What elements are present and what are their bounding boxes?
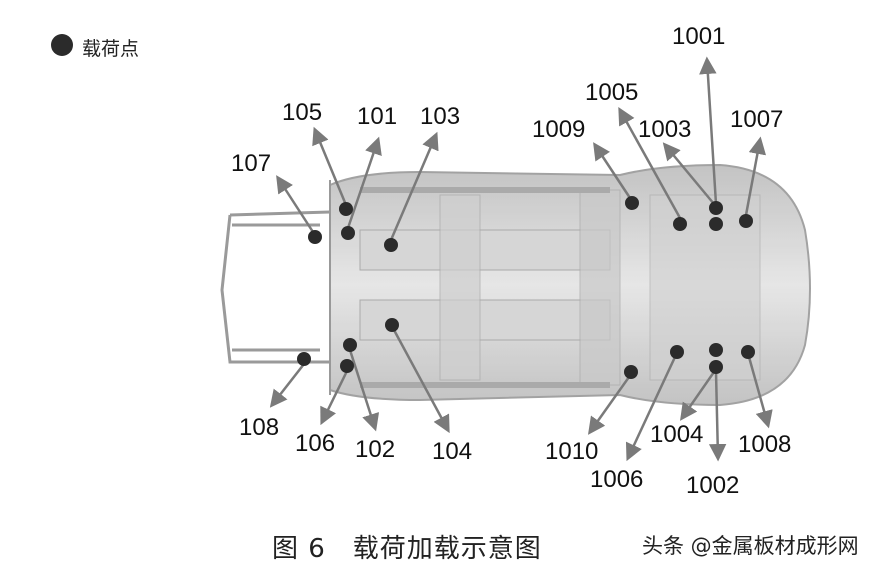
car-body xyxy=(329,163,811,407)
arrow-108 xyxy=(269,363,305,408)
label-1008: 1008 xyxy=(738,431,791,458)
label-1009: 1009 xyxy=(532,116,585,143)
load-point-105 xyxy=(339,202,353,216)
label-1004: 1004 xyxy=(650,421,703,448)
arrow-104 xyxy=(392,329,450,434)
front-subframe xyxy=(220,180,331,395)
label-1010: 1010 xyxy=(545,438,598,465)
load-point-102 xyxy=(343,338,357,352)
load-point-1004 xyxy=(709,343,723,357)
arrow-1005 xyxy=(618,106,682,219)
arrow-1002 xyxy=(708,371,727,462)
label-1005: 1005 xyxy=(585,79,638,106)
legend-dot-icon xyxy=(51,34,73,56)
label-1007: 1007 xyxy=(730,106,783,133)
load-arrows xyxy=(269,56,773,462)
arrow-103 xyxy=(389,131,439,241)
load-point-1003 xyxy=(709,217,723,231)
label-101: 101 xyxy=(357,103,397,130)
arrow-102 xyxy=(348,349,380,432)
load-point-103 xyxy=(384,238,398,252)
watermark: 头条 @金属板材成形网 xyxy=(642,534,859,558)
arrow-1008 xyxy=(747,356,773,429)
arrow-1007 xyxy=(744,136,767,216)
load-point-1002 xyxy=(709,360,723,374)
load-point-1009 xyxy=(625,196,639,210)
load-points xyxy=(297,196,755,379)
figure-caption: 图 6 载荷加载示意图 xyxy=(272,534,542,564)
label-104: 104 xyxy=(432,438,472,465)
load-point-1008 xyxy=(741,345,755,359)
label-106: 106 xyxy=(295,430,335,457)
label-1006: 1006 xyxy=(590,466,643,493)
arrow-1001 xyxy=(699,56,718,205)
label-1001: 1001 xyxy=(672,23,725,50)
load-point-101 xyxy=(341,226,355,240)
load-point-1007 xyxy=(739,214,753,228)
arrow-1006 xyxy=(625,356,677,462)
label-108: 108 xyxy=(239,414,279,441)
label-103: 103 xyxy=(420,103,460,130)
arrow-1004 xyxy=(680,371,716,421)
arrow-107 xyxy=(276,175,315,233)
load-point-108 xyxy=(297,352,311,366)
arrow-1009 xyxy=(593,142,632,199)
label-107: 107 xyxy=(231,150,271,177)
label-105: 105 xyxy=(282,99,322,126)
arrow-106 xyxy=(320,370,349,426)
load-point-107 xyxy=(308,230,322,244)
load-point-1006 xyxy=(670,345,684,359)
load-point-104 xyxy=(385,318,399,332)
label-102: 102 xyxy=(355,436,395,463)
arrow-1003 xyxy=(662,142,715,205)
load-point-1010 xyxy=(624,365,638,379)
arrow-105 xyxy=(312,126,348,206)
legend-label: 载荷点 xyxy=(82,38,140,60)
load-point-1005 xyxy=(673,217,687,231)
load-point-1001 xyxy=(709,201,723,215)
label-1002: 1002 xyxy=(686,472,739,499)
load-point-106 xyxy=(340,359,354,373)
arrow-101 xyxy=(346,136,382,229)
label-1003: 1003 xyxy=(638,116,691,143)
arrow-1010 xyxy=(587,376,631,435)
